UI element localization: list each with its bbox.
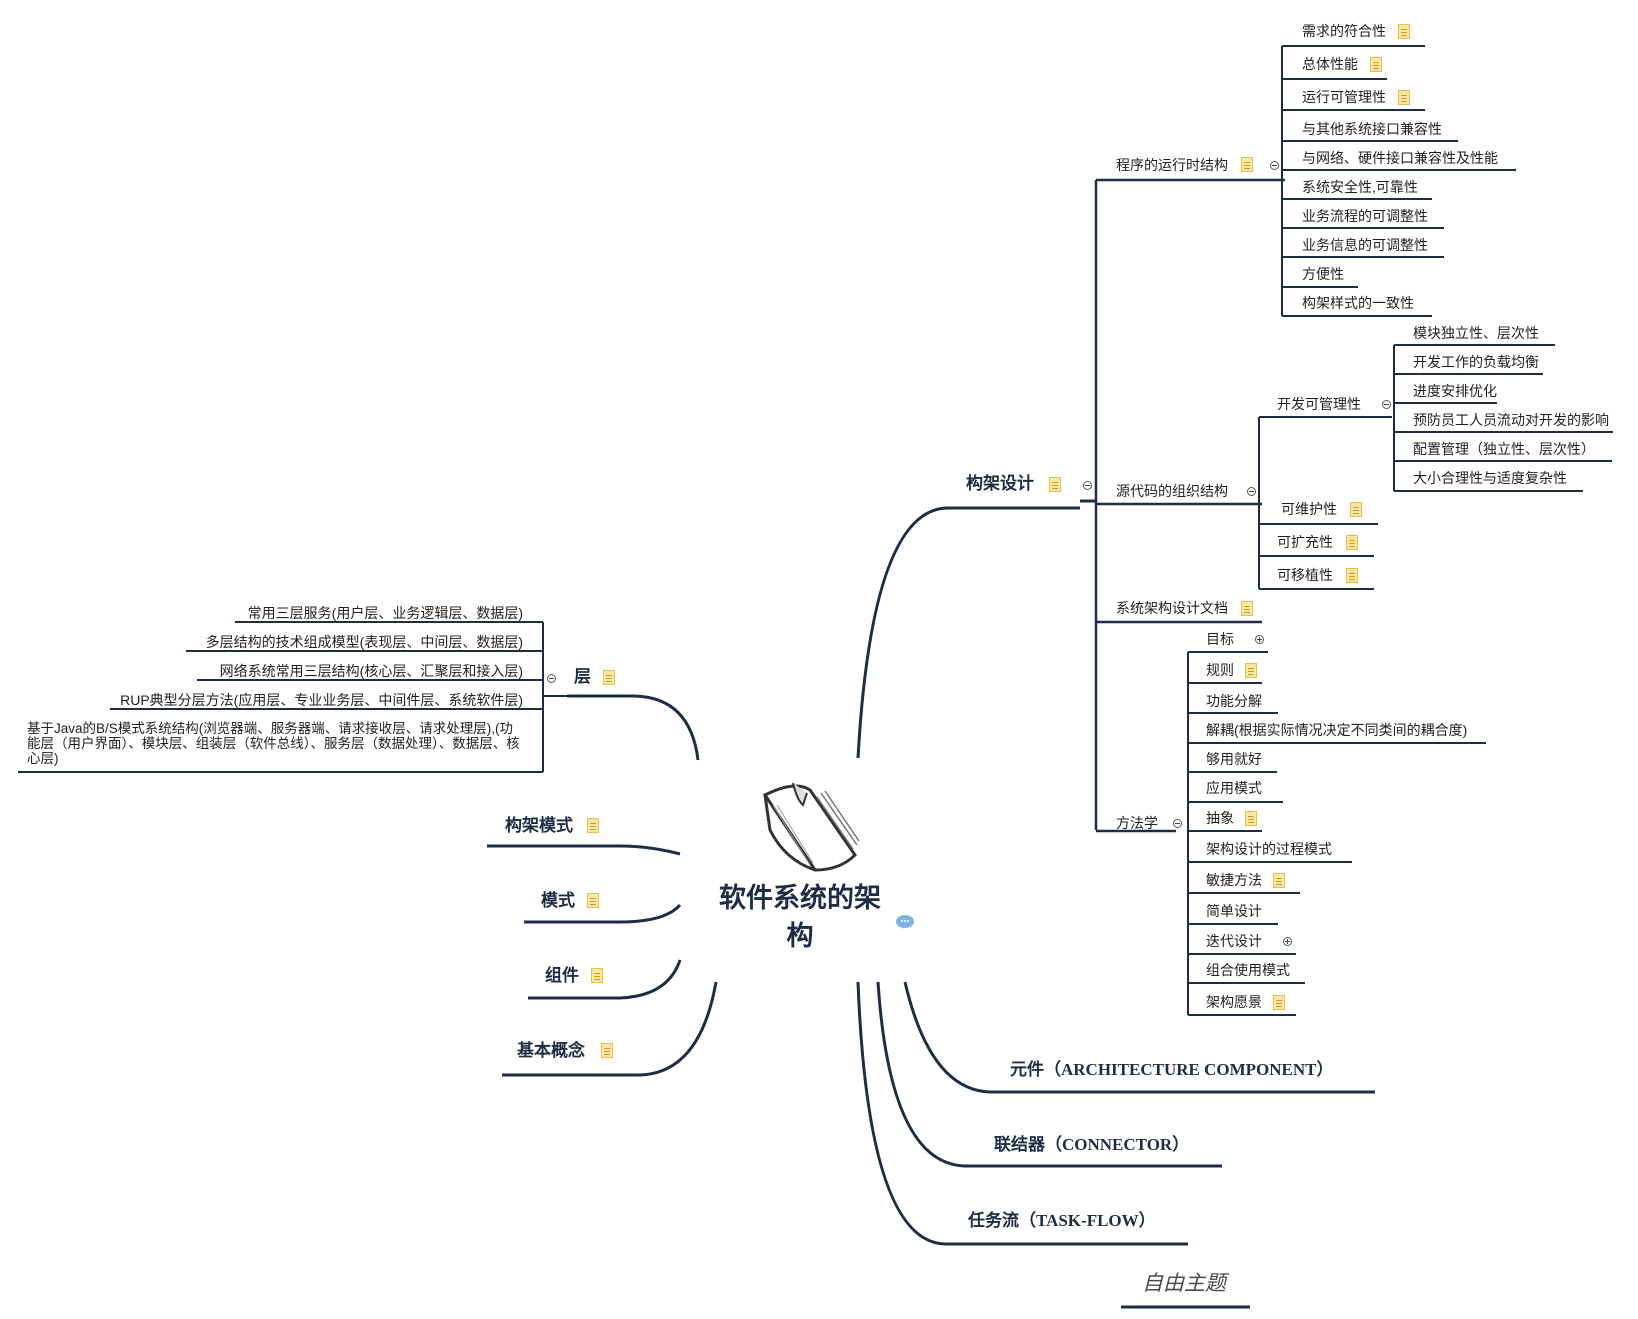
topic-arch-design[interactable]: 构架设计 xyxy=(966,474,1034,493)
method-item[interactable]: 架构设计的过程模式 xyxy=(1206,841,1332,857)
root-topic-title[interactable]: 软件系统的架 构 xyxy=(700,880,900,956)
collapse-toggle-icon[interactable] xyxy=(1083,481,1092,490)
note-icon[interactable] xyxy=(1241,157,1253,172)
method-item[interactable]: 迭代设计 xyxy=(1206,933,1262,949)
source-item[interactable]: 可扩充性 xyxy=(1277,534,1333,550)
branch-curve xyxy=(487,844,681,856)
note-icon[interactable] xyxy=(1370,57,1382,72)
runtime-item[interactable]: 方便性 xyxy=(1302,266,1344,282)
expand-toggle-icon[interactable] xyxy=(1255,635,1264,644)
note-icon[interactable] xyxy=(591,968,603,983)
dev-item[interactable]: 模块独立性、层次性 xyxy=(1413,325,1539,341)
method-item[interactable]: 组合使用模式 xyxy=(1206,962,1290,978)
branch-curve xyxy=(876,981,1222,1168)
note-icon[interactable] xyxy=(603,670,615,685)
method-item[interactable]: 敏捷方法 xyxy=(1206,872,1262,888)
method-item[interactable]: 解耦(根据实际情况决定不同类间的耦合度) xyxy=(1206,722,1468,738)
method-item[interactable]: 简单设计 xyxy=(1206,903,1262,919)
note-icon[interactable] xyxy=(587,893,599,908)
runtime-item[interactable]: 运行可管理性 xyxy=(1302,89,1386,105)
layer-item[interactable]: 多层结构的技术组成模型(表现层、中间层、数据层) xyxy=(205,634,523,650)
dev-item[interactable]: 预防员工人员流动对开发的影响 xyxy=(1413,412,1609,428)
root-title-line1: 软件系统的架 xyxy=(719,883,881,914)
topic-arch-doc[interactable]: 系统架构设计文档 xyxy=(1116,600,1228,616)
collapse-toggle-icon[interactable] xyxy=(1247,487,1256,496)
method-item[interactable]: 功能分解 xyxy=(1206,693,1262,709)
note-icon[interactable] xyxy=(1241,601,1253,616)
note-icon[interactable] xyxy=(1049,477,1061,492)
note-icon[interactable] xyxy=(1350,502,1362,517)
source-item[interactable]: 可维护性 xyxy=(1281,501,1337,517)
topic-methodology[interactable]: 方法学 xyxy=(1116,815,1158,831)
note-icon[interactable] xyxy=(587,818,599,833)
method-item[interactable]: 应用模式 xyxy=(1206,780,1262,796)
collapse-toggle-icon[interactable] xyxy=(1382,400,1391,409)
branch-curve xyxy=(524,903,682,924)
collapse-toggle-icon[interactable] xyxy=(1270,161,1279,170)
book-icon xyxy=(755,775,865,885)
note-icon[interactable] xyxy=(1245,663,1257,678)
topic-pattern[interactable]: 模式 xyxy=(541,891,575,910)
method-item[interactable]: 够用就好 xyxy=(1206,751,1262,767)
runtime-item[interactable]: 业务流程的可调整性 xyxy=(1302,208,1428,224)
branch-curve xyxy=(502,981,718,1077)
note-icon[interactable] xyxy=(1245,811,1257,826)
topic-component-cn[interactable]: 组件 xyxy=(545,966,579,985)
branch-curve xyxy=(567,694,700,761)
topic-arch-pattern[interactable]: 构架模式 xyxy=(505,816,573,835)
floating-topic[interactable]: 自由主题 xyxy=(1142,1271,1226,1295)
topic-connector[interactable]: 联结器（CONNECTOR） xyxy=(994,1135,1190,1154)
collapse-toggle-icon[interactable] xyxy=(1173,819,1182,828)
topic-task-flow[interactable]: 任务流（TASK-FLOW） xyxy=(968,1211,1156,1230)
root-title-line2: 构 xyxy=(786,921,814,952)
layer-item-multiline[interactable]: 基于Java的B/S模式系统结构(浏览器端、服务器端、请求接收层、请求处理层),… xyxy=(27,721,520,766)
topic-basic-concept[interactable]: 基本概念 xyxy=(517,1041,585,1060)
comment-icon[interactable] xyxy=(896,915,914,929)
method-item[interactable]: 架构愿景 xyxy=(1206,994,1262,1010)
topic-layer[interactable]: 层 xyxy=(574,667,591,686)
branch-curve xyxy=(856,981,1188,1246)
runtime-item[interactable]: 系统安全性,可靠性 xyxy=(1302,179,1418,195)
expand-toggle-icon[interactable] xyxy=(1283,937,1292,946)
layer-item[interactable]: 网络系统常用三层结构(核心层、汇聚层和接入层) xyxy=(219,663,523,679)
dev-item[interactable]: 开发工作的负载均衡 xyxy=(1413,354,1539,370)
method-item[interactable]: 规则 xyxy=(1206,662,1234,678)
branch-curve xyxy=(903,981,1375,1094)
topic-runtime[interactable]: 程序的运行时结构 xyxy=(1116,157,1228,173)
method-item[interactable]: 抽象 xyxy=(1206,810,1234,826)
note-icon[interactable] xyxy=(1346,535,1358,550)
source-item[interactable]: 可移植性 xyxy=(1277,567,1333,583)
runtime-item[interactable]: 业务信息的可调整性 xyxy=(1302,237,1428,253)
note-icon[interactable] xyxy=(1398,24,1410,39)
runtime-item[interactable]: 与网络、硬件接口兼容性及性能 xyxy=(1302,150,1498,166)
note-icon[interactable] xyxy=(601,1043,613,1058)
dev-item[interactable]: 大小合理性与适度复杂性 xyxy=(1413,470,1567,486)
note-icon[interactable] xyxy=(1346,568,1358,583)
collapse-toggle-icon[interactable] xyxy=(547,674,556,683)
layer-item[interactable]: 常用三层服务(用户层、业务逻辑层、数据层) xyxy=(247,605,523,621)
dev-item[interactable]: 配置管理（独立性、层次性） xyxy=(1413,441,1595,457)
layer-item[interactable]: RUP典型分层方法(应用层、专业业务层、中间件层、系统软件层) xyxy=(120,692,523,708)
note-icon[interactable] xyxy=(1273,995,1285,1010)
runtime-item[interactable]: 总体性能 xyxy=(1302,56,1358,72)
note-icon[interactable] xyxy=(1398,90,1410,105)
topic-dev-manageability[interactable]: 开发可管理性 xyxy=(1277,396,1361,412)
runtime-item[interactable]: 构架样式的一致性 xyxy=(1302,295,1414,311)
runtime-item[interactable]: 需求的符合性 xyxy=(1302,23,1386,39)
branch-curve xyxy=(856,506,1080,759)
topic-component[interactable]: 元件（ARCHITECTURE COMPONENT） xyxy=(1010,1060,1334,1079)
note-icon[interactable] xyxy=(1273,873,1285,888)
runtime-item[interactable]: 与其他系统接口兼容性 xyxy=(1302,121,1442,137)
dev-item[interactable]: 进度安排优化 xyxy=(1413,383,1497,399)
topic-source-structure[interactable]: 源代码的组织结构 xyxy=(1116,483,1228,499)
method-item[interactable]: 目标 xyxy=(1206,631,1234,647)
branch-curve xyxy=(528,959,682,1000)
